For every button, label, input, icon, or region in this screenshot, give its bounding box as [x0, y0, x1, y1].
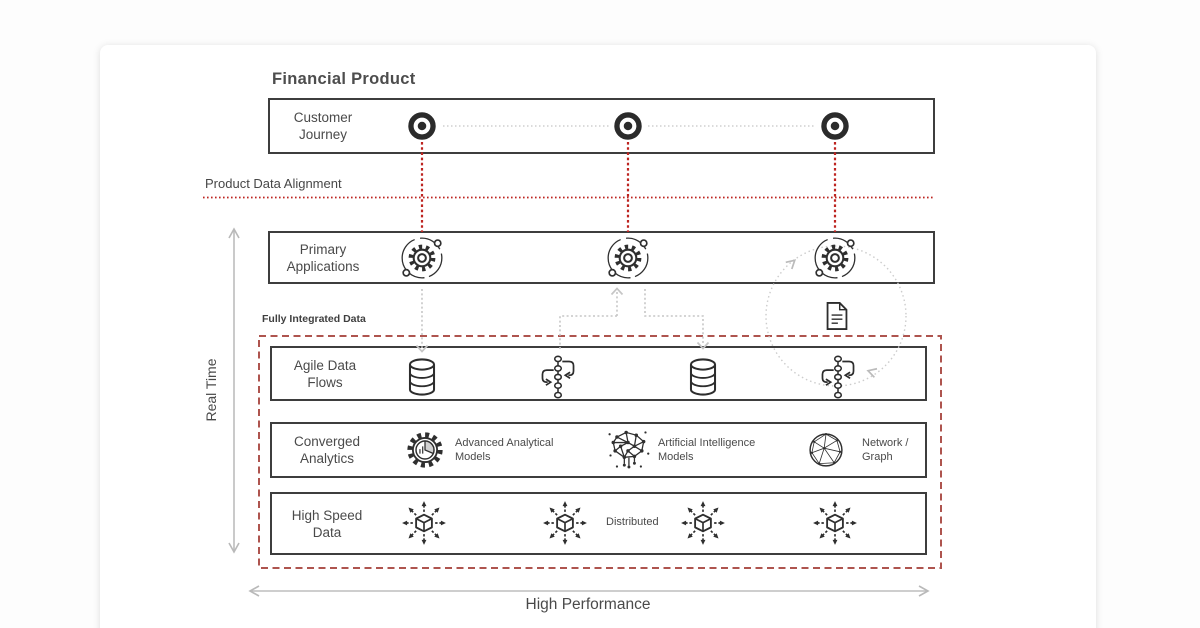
- advanced-analytical-models-label: Advanced Analytical Models: [455, 437, 554, 463]
- artificial-intelligence-models-label: Artificial Intelligence Models: [658, 437, 756, 463]
- document-icon: [824, 301, 851, 332]
- distributed-cube-icon: [398, 497, 450, 549]
- database-icon: [685, 356, 722, 399]
- data-flow-icon: [817, 352, 859, 402]
- customer-journey-label: Customer Journey: [293, 110, 353, 142]
- agile-data-flows-label: Agile Data Flows: [293, 358, 357, 390]
- product-data-alignment-label: Product Data Alignment: [205, 176, 342, 191]
- real-time-label: Real Time: [203, 358, 219, 422]
- target-icon: [610, 108, 646, 144]
- distributed-label: Distributed: [606, 516, 659, 528]
- network-graph-icon: [806, 430, 846, 470]
- primary-applications-label: Primary Applications: [286, 242, 360, 274]
- gear-orbit-icon: [398, 234, 446, 282]
- distributed-cube-icon: [809, 497, 861, 549]
- data-flow-icon: [537, 352, 579, 402]
- converged-analytics-label: Converged Analytics: [293, 434, 361, 466]
- network-graph-label: Network / Graph: [862, 437, 909, 463]
- target-icon: [404, 108, 440, 144]
- distributed-cube-icon: [677, 497, 729, 549]
- high-performance-label: High Performance: [525, 596, 651, 613]
- ai-brain-icon: [604, 426, 652, 472]
- page-title: Financial Product: [272, 70, 416, 88]
- database-icon: [404, 356, 441, 399]
- fully-integrated-data-label: Fully Integrated Data: [262, 313, 366, 325]
- analytics-gear-icon: [403, 428, 447, 472]
- target-icon: [817, 108, 853, 144]
- distributed-cube-icon: [539, 497, 591, 549]
- gear-orbit-icon: [604, 234, 652, 282]
- gear-orbit-icon: [811, 234, 859, 282]
- high-speed-data-label: High Speed Data: [291, 508, 363, 540]
